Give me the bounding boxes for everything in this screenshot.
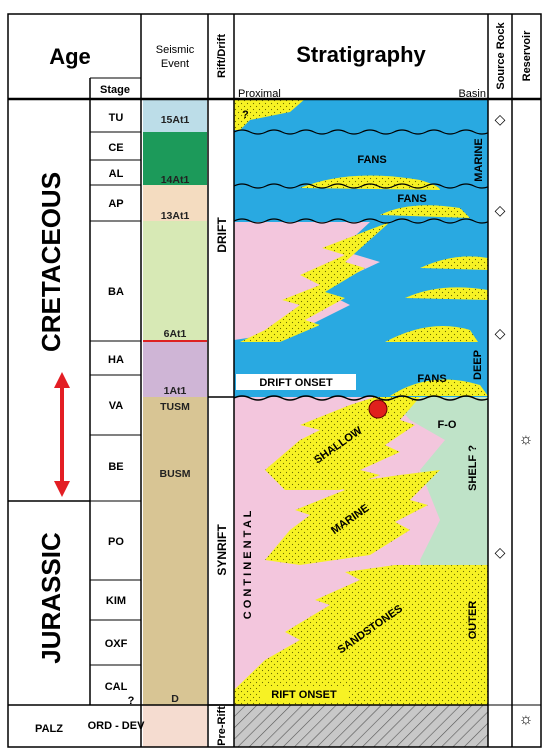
era-jurassic: JURASSIC <box>36 532 66 664</box>
stratigraphy-panel <box>234 99 488 705</box>
event-tusm: TUSM <box>160 401 190 413</box>
source-rock-diamond-icon: ◇ <box>495 202 506 218</box>
stage-ba: BA <box>108 286 124 298</box>
label-continental: C O N T I N E N T A L <box>242 510 254 619</box>
strat-question: ? <box>242 109 249 121</box>
seismic-header-line2: Event <box>161 58 189 70</box>
stage-al: AL <box>109 168 124 180</box>
label-shelf: SHELF ? <box>467 445 479 491</box>
stage-ce: CE <box>108 142 123 154</box>
label-rift-onset: RIFT ONSET <box>271 689 337 701</box>
phase-prerift: Pre-Rift <box>216 706 228 746</box>
basin-label: Basin <box>458 88 486 100</box>
stage-question: ? <box>128 695 135 707</box>
stage-ha: HA <box>108 354 124 366</box>
seismic-band-ce-al <box>143 132 207 185</box>
stage-header: Stage <box>100 84 130 96</box>
seismic-band-synrift <box>143 397 207 705</box>
reservoir-sun-icon: ☼ <box>519 711 534 728</box>
seismic-band-ha <box>143 341 207 397</box>
stage-po: PO <box>108 536 124 548</box>
era-cretaceous: CRETACEOUS <box>36 172 66 352</box>
source-rock-diamond-icon: ◇ <box>495 544 506 560</box>
event-1at1: 1At1 <box>164 385 187 397</box>
seismic-band-tu <box>143 99 207 132</box>
label-fans-3: FANS <box>417 373 446 385</box>
seismic-band-ap <box>143 185 207 221</box>
stage-va: VA <box>109 400 124 412</box>
stage-cal: CAL <box>105 681 128 693</box>
seismic-header-line1: Seismic <box>156 44 195 56</box>
fo-location-marker <box>368 399 388 419</box>
stratigraphy-header: Stratigraphy <box>296 42 426 67</box>
label-deep: DEEP <box>472 350 484 380</box>
seismic-band-palz <box>143 705 207 747</box>
event-15at1: 15At1 <box>161 114 190 126</box>
age-header: Age <box>49 44 91 69</box>
source-rock-diamond-icon: ◇ <box>495 325 506 341</box>
era-palz: PALZ <box>35 723 63 735</box>
label-marine: MARINE <box>473 138 485 181</box>
phase-synrift: SYNRIFT <box>215 524 229 576</box>
phase-drift: DRIFT <box>215 217 229 253</box>
stage-tu: TU <box>109 112 124 124</box>
reservoir-sun-icon: ☼ <box>519 431 534 448</box>
event-busm: BUSM <box>160 468 191 480</box>
stage-oxf: OXF <box>105 638 128 650</box>
stage-be: BE <box>108 461 123 473</box>
reservoir-header: Reservoir <box>521 30 533 81</box>
rift-drift-header: Rift/Drift <box>216 34 228 78</box>
stage-kim: KIM <box>106 595 126 607</box>
event-d: D <box>171 693 179 705</box>
label-outer: OUTER <box>467 601 479 640</box>
stage-ord-dev: ORD - DEV <box>88 720 146 732</box>
label-fans-1: FANS <box>357 154 386 166</box>
source-rock-header: Source Rock <box>495 21 507 89</box>
prerift-basement <box>234 705 488 747</box>
label-fans-2: FANS <box>397 193 426 205</box>
grid <box>7 13 542 748</box>
rift-onset-box <box>260 686 348 701</box>
label-fo: F-O <box>438 419 457 431</box>
stage-ap: AP <box>108 198 123 210</box>
seismic-band-ba <box>143 221 207 341</box>
event-6at1: 6At1 <box>164 328 187 340</box>
event-14at1: 14At1 <box>161 174 190 186</box>
drift-onset-box <box>236 374 356 390</box>
range-arrow <box>54 372 70 497</box>
proximal-label: Proximal <box>238 88 281 100</box>
label-drift-onset: DRIFT ONSET <box>259 377 333 389</box>
event-13at1: 13At1 <box>161 210 190 222</box>
source-rock-diamond-icon: ◇ <box>495 111 506 127</box>
